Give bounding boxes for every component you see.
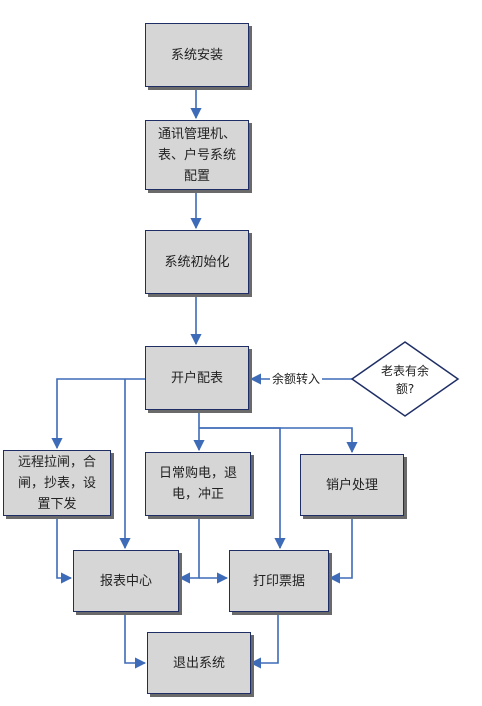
node-open-account: 开户配表 [145,346,249,410]
decision-diamond [350,341,460,417]
node-print-receipt: 打印票据 [229,550,329,612]
node-system-init: 系统初始化 [145,230,249,294]
edge-cancel-print [328,516,353,584]
node-cancel-account: 销户处理 [300,454,404,516]
edge-open-remote [51,378,147,450]
node-remote-control: 远程拉闸，合 闸，抄表，设 置下发 [3,450,111,516]
edge-remote-report [56,516,73,584]
node-system-install: 系统安装 [145,23,249,87]
edge-report-exit [124,612,147,669]
edge-label-transfer: 余额转入 [270,371,323,387]
node-daily-purchase: 日常购电，退 电，冲正 [145,452,251,516]
edge-daily-report [178,516,200,584]
node-exit-system: 退出系统 [147,632,251,694]
node-report-center: 报表中心 [73,550,179,612]
edge-print-exit [249,612,279,669]
decision-label: 老表有余 额? [380,364,429,396]
node-config: 通讯管理机、 表、户号系统 配置 [145,120,249,190]
edge-open-cancel [199,427,358,454]
